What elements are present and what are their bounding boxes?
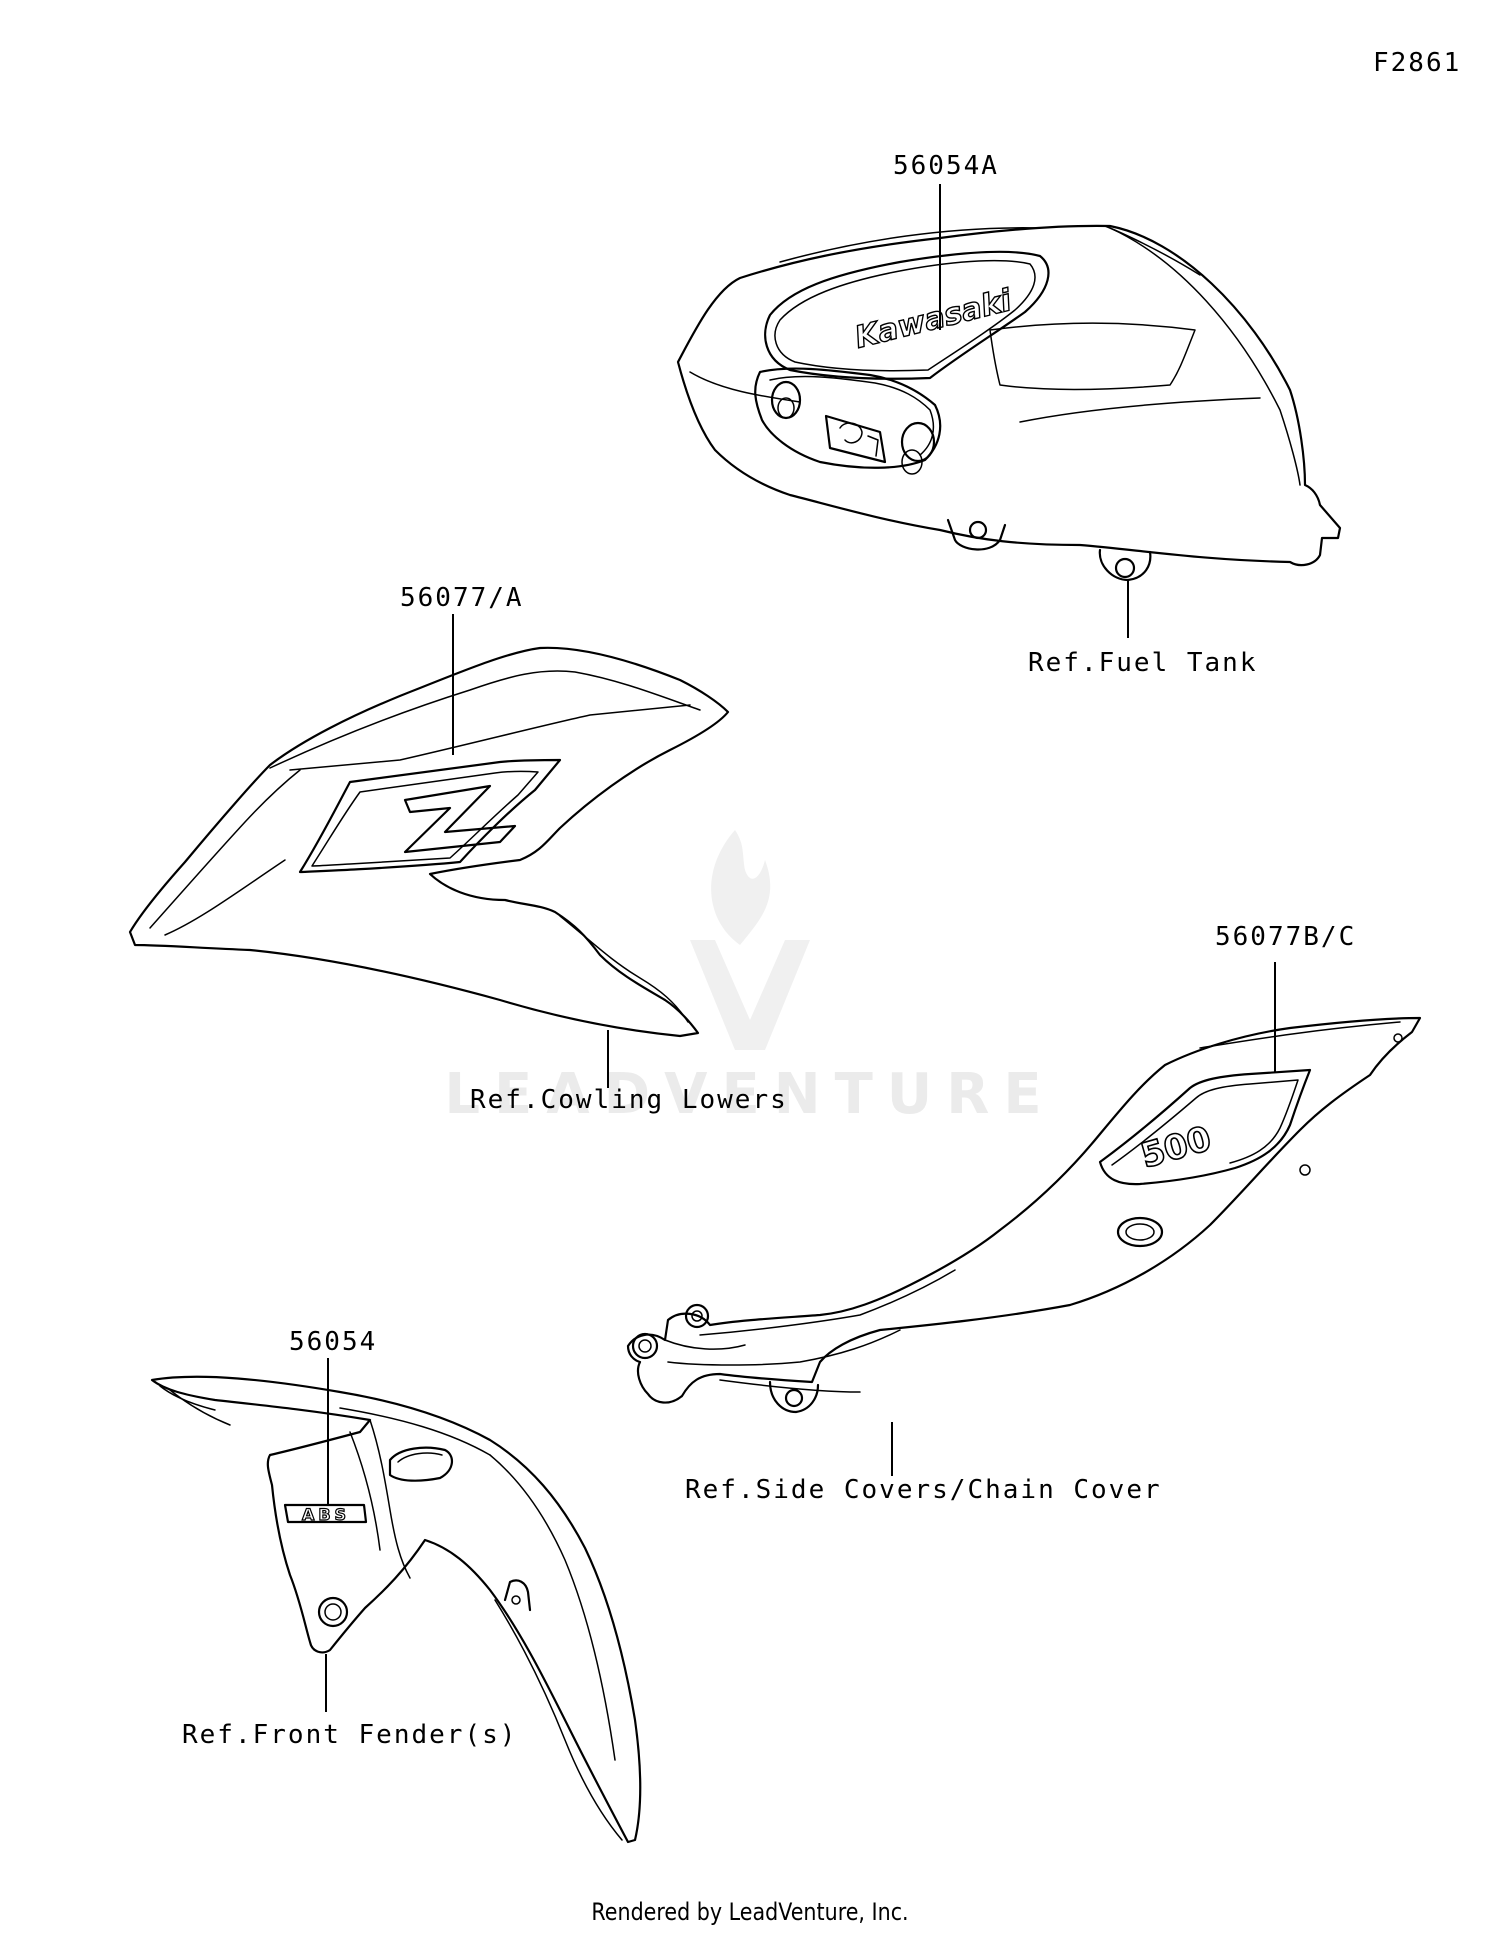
ref-front-fender-label[interactable]: Ref.Front Fender(s) — [182, 1720, 518, 1750]
part-number-56054[interactable]: 56054 — [289, 1327, 378, 1357]
500-emblem: 500 — [1136, 1119, 1215, 1177]
ref-side-covers-chain-cover-label[interactable]: Ref.Side Covers/Chain Cover — [685, 1475, 1162, 1505]
figure-code: F2861 — [1373, 48, 1462, 78]
watermark: LEADVENTURE — [444, 1062, 1056, 1127]
side-cover-illustration: 500 — [626, 1016, 1422, 1414]
abs-emblem: ABS — [302, 1505, 350, 1524]
part-number-56054a[interactable]: 56054A — [893, 151, 999, 181]
ref-cowling-lowers-label[interactable]: Ref.Cowling Lowers — [470, 1085, 788, 1115]
part-number-56077bc[interactable]: 56077B/C — [1215, 922, 1357, 952]
watermark-logo-icon — [690, 830, 810, 1050]
kawasaki-emblem: Kawasaki — [851, 283, 1015, 356]
footer-credit: Rendered by LeadVenture, Inc. — [591, 1898, 909, 1926]
front-fender-illustration: ABS — [150, 1375, 642, 1844]
part-number-56077a[interactable]: 56077/A — [400, 583, 524, 613]
cowling-lower-illustration — [128, 646, 730, 1038]
ref-fuel-tank-label[interactable]: Ref.Fuel Tank — [1028, 648, 1258, 678]
fuel-tank-illustration: Kawasaki — [676, 224, 1342, 582]
